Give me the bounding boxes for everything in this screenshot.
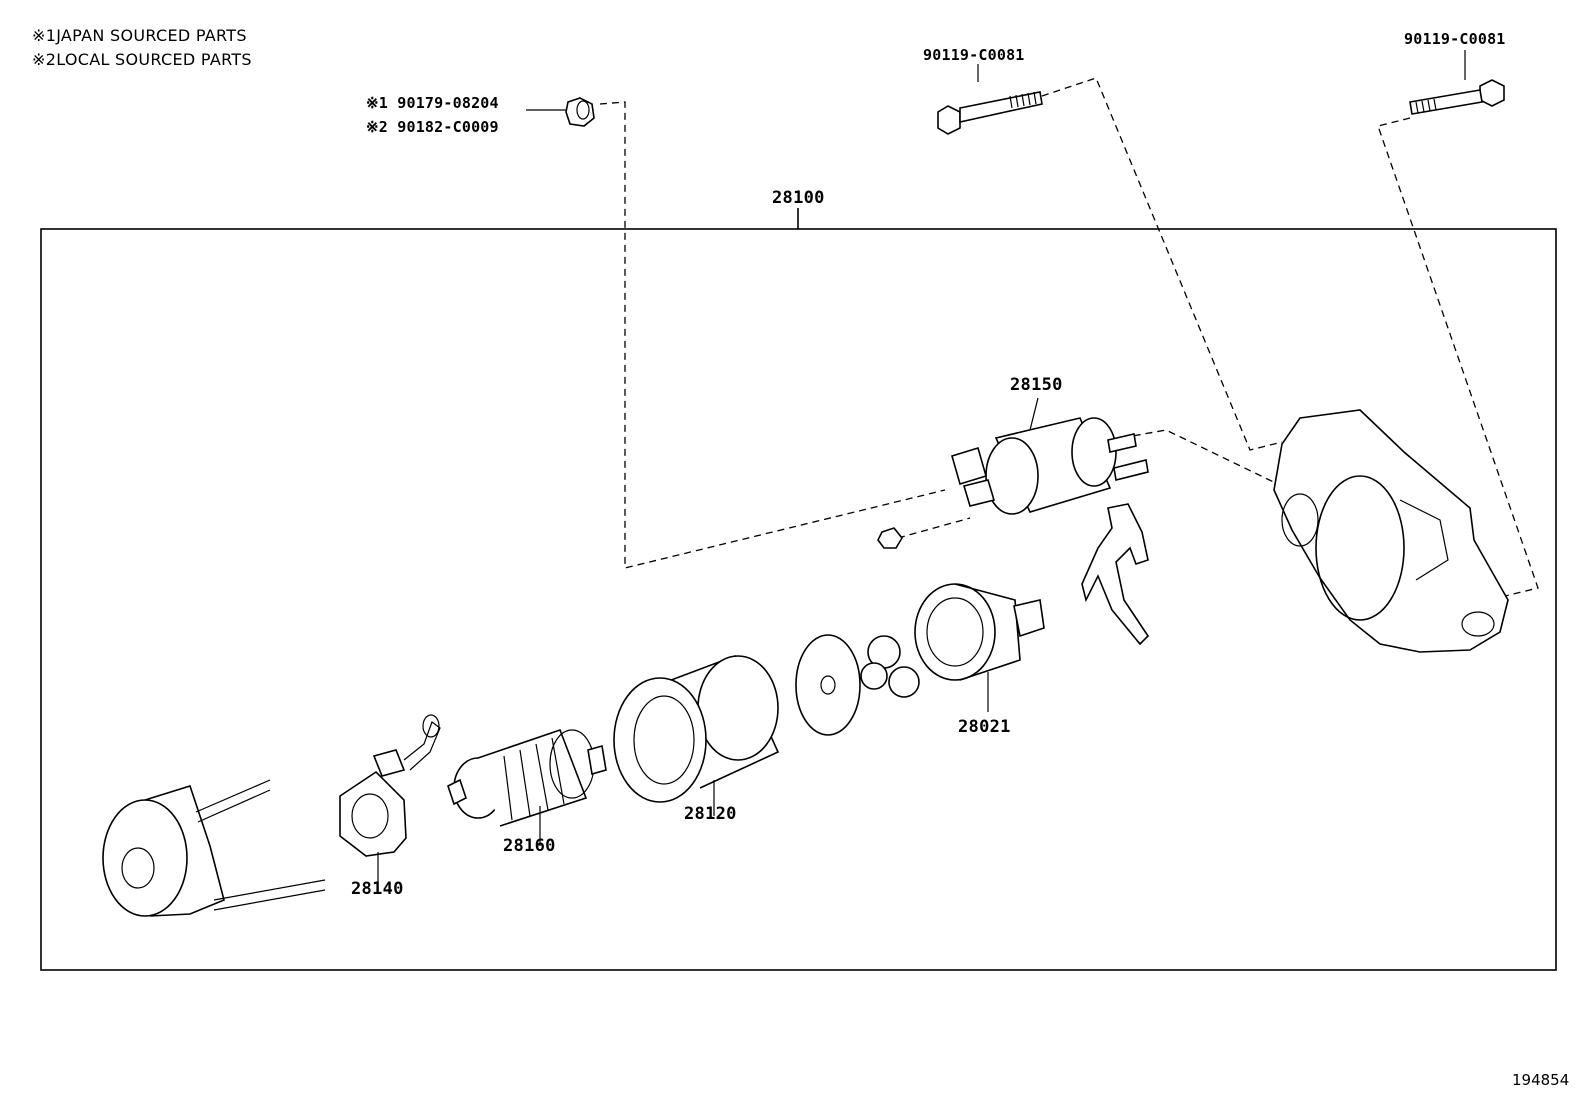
solenoid-nut-dashed-leader [897, 517, 971, 539]
note-2-mark: ※2 [32, 50, 57, 69]
solenoid-28150-drawing [951, 397, 1149, 515]
bolt-1-drawing [937, 64, 1043, 135]
nut-part-number-1: 90179-08204 [397, 94, 499, 112]
figure-number: 194854 [1512, 1071, 1570, 1089]
bolt-1-dashed-leader [1041, 77, 1283, 451]
starter-clutch-28021-drawing [914, 583, 1045, 712]
brush-holder-28140-drawing [339, 714, 441, 884]
part-label-brush-holder: 28140 [351, 879, 404, 899]
nut-part-number-2: 90182-C0009 [397, 118, 499, 136]
note-2-text: LOCAL SOURCED PARTS [56, 50, 252, 69]
yoke-28120-drawing [613, 654, 780, 816]
solenoid-dashed-leader [1109, 429, 1287, 489]
drive-housing-drawing [1273, 409, 1509, 653]
part-label-armature: 28160 [503, 836, 556, 856]
bolt-2-drawing [1409, 50, 1505, 115]
part-label-solenoid: 28150 [1010, 375, 1063, 395]
armature-28160-drawing [447, 728, 607, 846]
plate-disc-drawing [795, 634, 861, 736]
part-label-yoke: 28120 [684, 804, 737, 824]
planetary-gears-drawing [860, 635, 920, 698]
end-frame-drawing [102, 779, 326, 917]
bolt-label-1: 90119-C0081 [923, 46, 1025, 64]
nut-callout-line-2: ※2 90182-C0009 [366, 120, 499, 135]
nut-dashed-leader [599, 101, 946, 569]
bolt-label-2: 90119-C0081 [1404, 30, 1506, 48]
nut-callout-line-1: ※1 90179-08204 [366, 96, 499, 111]
note-local-sourced: ※2LOCAL SOURCED PARTS [32, 52, 252, 68]
note-1-text: JAPAN SOURCED PARTS [56, 26, 247, 45]
nut-callout-drawing [526, 97, 595, 127]
bolt-2-dashed-leader [1377, 117, 1539, 597]
solenoid-nut-drawing [877, 527, 903, 549]
nut-callout-mark-2: ※2 [366, 118, 388, 136]
nut-callout-mark-1: ※1 [366, 94, 388, 112]
part-label-clutch: 28021 [958, 717, 1011, 737]
note-1-mark: ※1 [32, 26, 57, 45]
assembly-label: 28100 [772, 188, 825, 208]
drive-lever-drawing [1081, 503, 1150, 646]
note-japan-sourced: ※1JAPAN SOURCED PARTS [32, 28, 247, 44]
